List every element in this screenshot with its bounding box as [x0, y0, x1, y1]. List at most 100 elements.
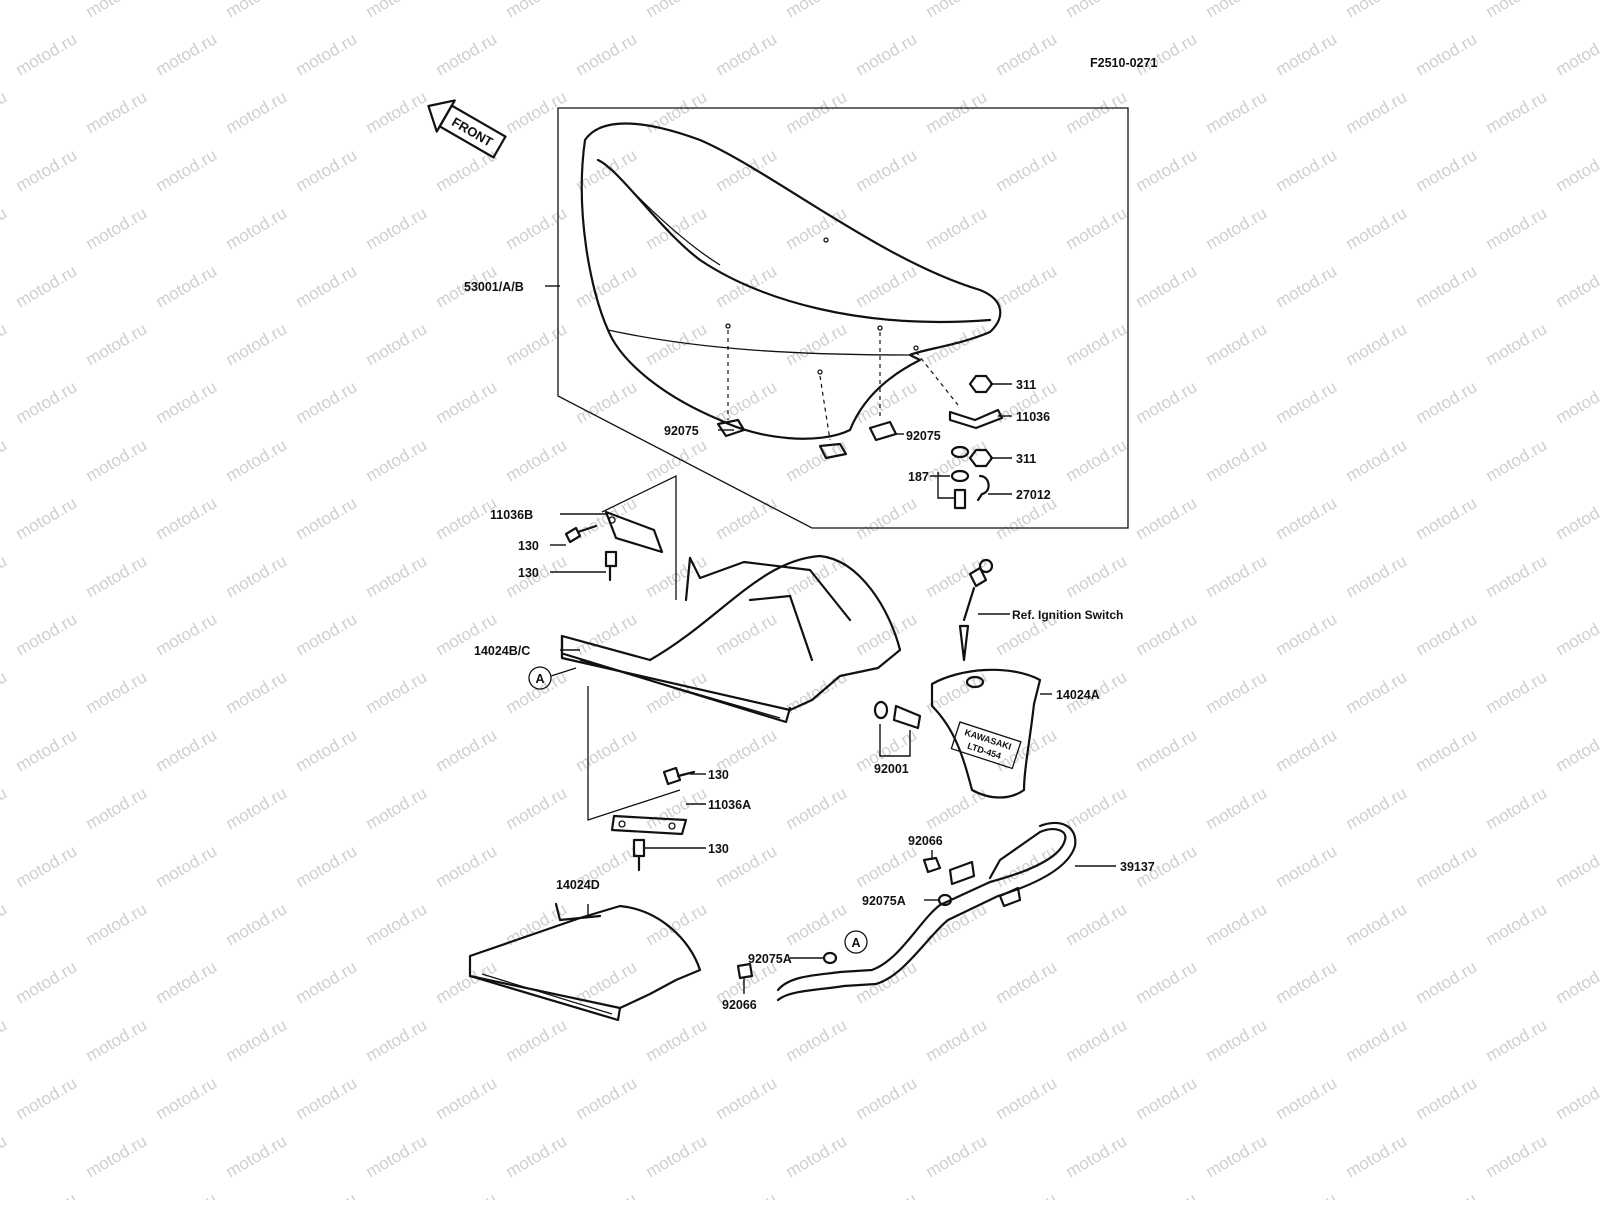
watermark-text: motod.ru: [783, 203, 851, 253]
watermark-text: motod.ru: [1133, 1073, 1201, 1123]
watermark-text: motod.ru: [573, 261, 641, 311]
label-seat: 53001/A/B: [464, 280, 524, 294]
watermark-text: motod.ru: [1343, 899, 1411, 949]
watermark-text: motod.ru: [573, 29, 641, 79]
watermark-text: motod.ru: [153, 725, 221, 775]
watermark-text: motod.ru: [1343, 435, 1411, 485]
watermark-text: motod.ru: [1063, 203, 1131, 253]
label-bracket-b: 11036B: [490, 508, 533, 522]
watermark-text: motod.ru: [153, 29, 221, 79]
watermark-text: motod.ru: [1553, 957, 1600, 1007]
watermark-text: motod.ru: [363, 1015, 431, 1065]
watermark-text: motod.ru: [293, 609, 361, 659]
watermark-text: motod.ru: [1553, 145, 1600, 195]
watermark-text: motod.ru: [1483, 551, 1551, 601]
watermark-text: motod.ru: [923, 319, 991, 369]
watermark-text: motod.ru: [83, 0, 151, 21]
watermark-text: motod.ru: [1413, 1073, 1481, 1123]
watermark-text: motod.ru: [153, 609, 221, 659]
watermark-text: motod.ru: [1413, 145, 1481, 195]
watermark-text: motod.ru: [1063, 319, 1131, 369]
watermark-text: motod.ru: [783, 0, 851, 21]
watermark-text: motod.ru: [433, 1073, 501, 1123]
watermark-text: motod.ru: [853, 609, 921, 659]
watermark-text: motod.ru: [1483, 435, 1551, 485]
watermark-text: motod.ru: [1273, 377, 1341, 427]
watermark-text: motod.ru: [223, 203, 291, 253]
watermark-text: motod.ru: [223, 0, 291, 21]
watermark-text: motod.ru: [293, 261, 361, 311]
watermark-text: motod.ru: [923, 0, 991, 21]
watermark-text: motod.ru: [853, 29, 921, 79]
watermark-text: motod.ru: [923, 1015, 991, 1065]
watermark-text: motod.ru: [0, 87, 10, 137]
watermark-text: motod.ru: [993, 1073, 1061, 1123]
label-washer: 187: [908, 470, 929, 484]
watermark-text: motod.ru: [0, 783, 10, 833]
watermark-text: motod.ru: [1063, 783, 1131, 833]
watermark-text: motod.ru: [293, 493, 361, 543]
watermark-text: motod.ru: [713, 1189, 781, 1200]
label-bolt-130-c: 130: [708, 768, 729, 782]
watermark-text: motod.ru: [1273, 609, 1341, 659]
watermark-text: motod.ru: [923, 203, 991, 253]
watermark-text: motod.ru: [363, 87, 431, 137]
watermark-text: motod.ru: [223, 1131, 291, 1181]
label-damper-left: 92075: [664, 424, 699, 438]
watermark-text: motod.ru: [783, 1131, 851, 1181]
watermark-text: motod.ru: [1553, 841, 1600, 891]
watermark-text: motod.ru: [363, 551, 431, 601]
watermark-text: motod.ru: [993, 261, 1061, 311]
watermark-text: motod.ru: [643, 667, 711, 717]
watermark-text: motod.ru: [13, 1189, 81, 1200]
watermark-text: motod.ru: [1483, 1131, 1551, 1181]
watermark-text: motod.ru: [1133, 957, 1201, 1007]
watermark-text: motod.ru: [153, 145, 221, 195]
watermark-text: motod.ru: [1413, 377, 1481, 427]
watermark-text: motod.ru: [363, 899, 431, 949]
watermark-text: motod.ru: [153, 377, 221, 427]
watermark-text: motod.ru: [363, 435, 431, 485]
watermark-text: motod.ru: [0, 667, 10, 717]
watermark-text: motod.ru: [1063, 1015, 1131, 1065]
watermark-text: motod.ru: [713, 377, 781, 427]
watermark-text: motod.ru: [223, 87, 291, 137]
watermark-text: motod.ru: [1273, 725, 1341, 775]
label-bolt-27012: 27012: [1016, 488, 1051, 502]
watermark-text: motod.ru: [1483, 783, 1551, 833]
watermark-text: motod.ru: [433, 29, 501, 79]
watermark-text: motod.ru: [1343, 1131, 1411, 1181]
watermark-text: motod.ru: [783, 87, 851, 137]
label-grab-bar: 39137: [1120, 860, 1155, 874]
watermark-text: motod.ru: [83, 667, 151, 717]
watermark-text: motod.ru: [1343, 87, 1411, 137]
watermark-text: motod.ru: [503, 87, 571, 137]
watermark-text: motod.ru: [643, 0, 711, 21]
watermark-text: motod.ru: [643, 87, 711, 137]
watermark-text: motod.ru: [503, 203, 571, 253]
watermark-text: motod.ru: [573, 1073, 641, 1123]
watermark-text: motod.ru: [1063, 1131, 1131, 1181]
watermark-text: motod.ru: [293, 145, 361, 195]
ref-a-right: A: [851, 936, 860, 950]
watermark-text: motod.ru: [293, 1073, 361, 1123]
watermark-text: motod.ru: [923, 1131, 991, 1181]
label-bracket-a: 11036A: [708, 798, 751, 812]
watermark-text: motod.ru: [433, 1189, 501, 1200]
collar-92001: [875, 702, 920, 728]
watermark-text: motod.ru: [293, 29, 361, 79]
watermark-text: motod.ru: [83, 435, 151, 485]
label-cover-a: 14024A: [1056, 688, 1100, 702]
watermark-text: motod.ru: [1483, 899, 1551, 949]
watermark-text: motod.ru: [433, 841, 501, 891]
watermark-text: motod.ru: [1203, 1131, 1271, 1181]
watermark-text: motod.ru: [1483, 0, 1551, 21]
circle-a-icon-right: A: [845, 931, 867, 953]
watermark-text: motod.ru: [783, 319, 851, 369]
watermark-text: motod.ru: [1413, 841, 1481, 891]
label-bracket-rear: 11036: [1016, 410, 1050, 424]
label-damper-a-top: 92075A: [862, 894, 906, 908]
watermark-text: motod.ru: [1133, 1189, 1201, 1200]
watermark-text: motod.ru: [853, 261, 921, 311]
